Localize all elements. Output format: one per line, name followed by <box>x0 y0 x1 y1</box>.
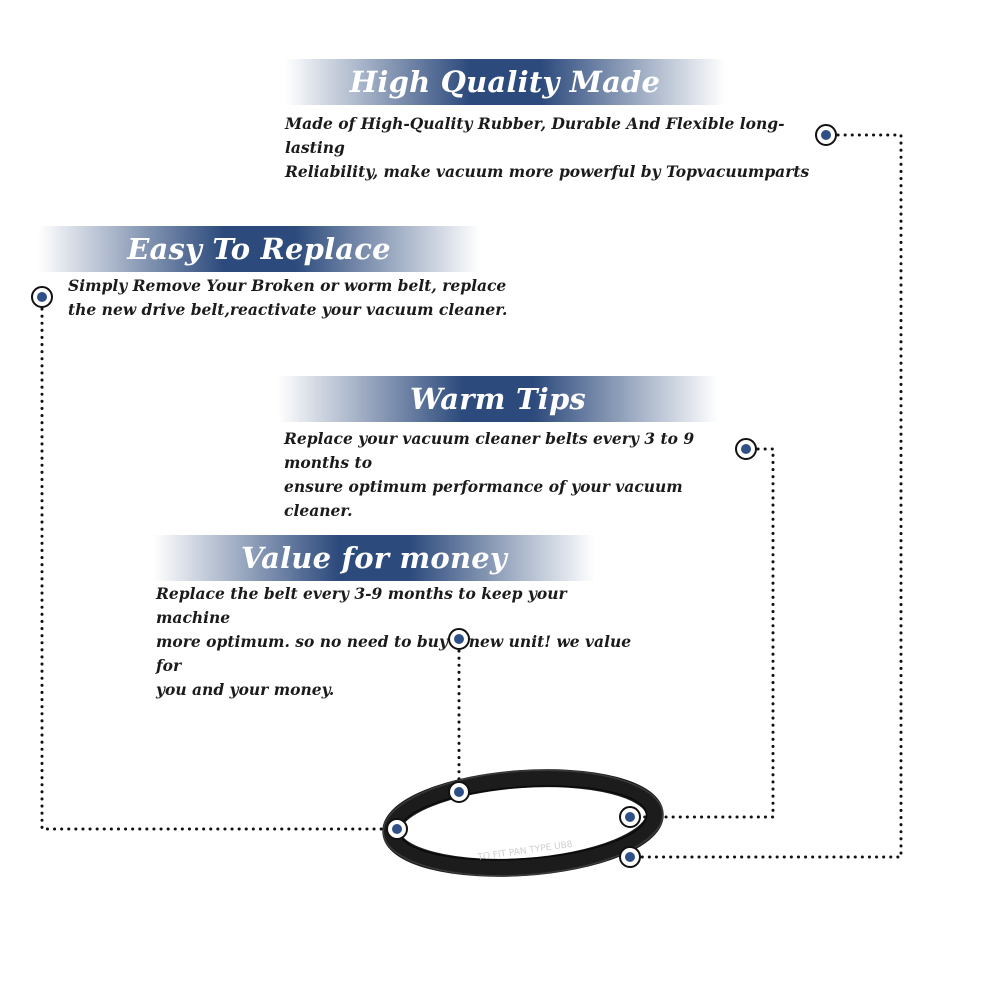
marker-value-money <box>448 628 470 650</box>
connector-high-quality <box>640 133 903 859</box>
desc-value-money: Replace the belt every 3-9 months to kee… <box>156 584 632 699</box>
desc-high-quality: Made of High-Quality Rubber, Durable And… <box>285 114 810 181</box>
title-warm-tips: Warm Tips <box>410 382 586 416</box>
marker-belt-right-upper <box>619 806 641 828</box>
marker-high-quality <box>815 124 837 146</box>
title-high-quality: High Quality Made <box>349 65 661 99</box>
desc-easy-replace: Simply Remove Your Broken or worm belt, … <box>68 276 508 319</box>
banner-value-money: Value for money <box>153 535 595 581</box>
desc-warm-tips: Replace your vacuum cleaner belts every … <box>284 429 695 520</box>
banner-easy-replace: Easy To Replace <box>38 226 480 272</box>
marker-warm-tips <box>735 438 757 460</box>
marker-belt-right-lower <box>619 846 641 868</box>
title-value-money: Value for money <box>241 541 507 575</box>
marker-belt-top <box>448 781 470 803</box>
marker-easy-replace <box>31 286 53 308</box>
title-easy-replace: Easy To Replace <box>127 232 391 266</box>
banner-high-quality: High Quality Made <box>285 59 725 105</box>
banner-warm-tips: Warm Tips <box>278 376 718 422</box>
connector-easy-replace <box>40 307 387 831</box>
marker-belt-left <box>386 818 408 840</box>
connector-warm-tips <box>641 447 775 819</box>
